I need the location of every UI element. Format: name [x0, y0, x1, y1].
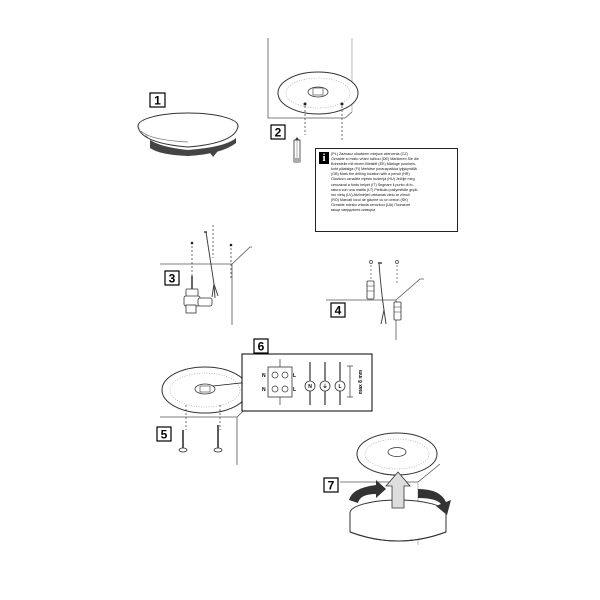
- info-box: i (PL) Zaznacz ołówkiem miejsce wierceni…: [315, 148, 458, 232]
- step-3-number: 3: [169, 272, 176, 286]
- step-3-badge: [164, 270, 180, 286]
- step-4: 4: [326, 260, 424, 340]
- terminal-label-n: N: [262, 387, 266, 393]
- lamp-shade-rotation: [137, 112, 239, 157]
- info-text: (PL) Zaznacz ołówkiem miejsce wiercenia …: [331, 152, 419, 213]
- step-1-badge: [149, 92, 166, 108]
- wire-symbol-l: L: [338, 384, 341, 390]
- screw-icon: [178, 425, 223, 453]
- mounting-base: [161, 366, 249, 414]
- step-3: 3: [160, 225, 252, 325]
- terminal-label-l: L: [293, 373, 296, 379]
- wires: [304, 362, 346, 405]
- pencil-icon: [293, 137, 301, 163]
- step-7-badge: [323, 477, 339, 493]
- rotate-left-arrow-icon: [349, 480, 386, 503]
- live-wire-icon: [334, 380, 346, 392]
- terminal-label-l: L: [293, 387, 296, 393]
- step-7-number: 7: [328, 479, 335, 493]
- step-6-number: 6: [258, 340, 265, 354]
- rotate-right-arrow-icon: [418, 489, 451, 515]
- wire-symbol-ground: ⏚: [322, 383, 327, 390]
- lamp-shade: [349, 499, 447, 542]
- step-6: 6 N L N L N ⏚ L max 8 mm: [241, 338, 373, 412]
- terminal-block: [267, 359, 293, 405]
- step-4-badge: [330, 302, 346, 318]
- wall-plug-icon: [366, 280, 402, 321]
- step-5-badge: [156, 426, 172, 442]
- wire-symbol-n: N: [308, 384, 312, 390]
- step-2-number: 2: [275, 126, 282, 140]
- step-7: 7: [323, 432, 451, 545]
- mounting-base: [277, 71, 359, 115]
- step-2: 2: [267, 38, 359, 163]
- step-4-number: 4: [335, 304, 342, 318]
- up-arrow-icon: [385, 471, 411, 509]
- step-1: 1: [137, 92, 239, 157]
- rotate-arrow-icon: [208, 146, 222, 157]
- terminal-label-n: N: [262, 373, 266, 379]
- drill-icon: [183, 276, 213, 314]
- ground-wire-icon: [319, 380, 331, 392]
- mounting-base: [356, 432, 438, 476]
- step-2-badge: [270, 124, 286, 140]
- neutral-wire-icon: [304, 380, 316, 392]
- strip-length-label: max 8 mm: [358, 369, 364, 394]
- info-icon: i: [319, 152, 329, 164]
- step-1-number: 1: [154, 94, 161, 108]
- step-6-badge: [253, 338, 269, 354]
- step-5-number: 5: [161, 428, 168, 442]
